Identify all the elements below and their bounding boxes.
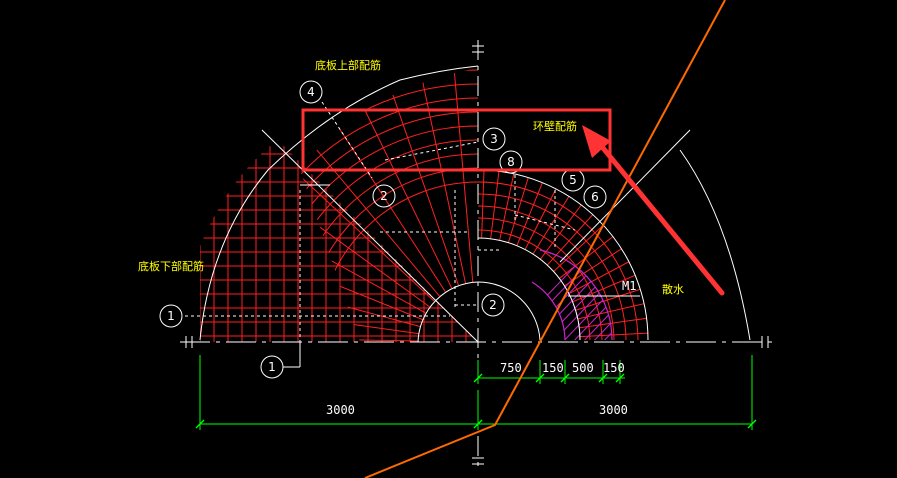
rebar-radial: [498, 173, 515, 245]
dimension-ticks: [195, 373, 757, 429]
rebar-radial: [300, 119, 440, 297]
ring-wall-rebar: [478, 170, 648, 340]
bubble-5: 5: [561, 168, 585, 192]
svg-text:2: 2: [489, 298, 497, 312]
bubble-1-left: 1: [159, 304, 183, 328]
ring-arc-1: [477, 169, 649, 341]
rebar-radial: [383, 68, 459, 286]
rebar-ring: [300, 139, 478, 342]
rebar-radial: [566, 260, 631, 296]
rebar-radial: [300, 232, 423, 320]
rebar-ring: [478, 181, 639, 340]
outer-arc-right: [679, 149, 751, 341]
rebar-radial: [319, 98, 446, 292]
tank-outline: [180, 40, 775, 470]
diag-right: [559, 129, 691, 263]
svg-text:3: 3: [490, 132, 498, 146]
bubble-6: 6: [583, 185, 607, 209]
rebar-radial: [569, 274, 637, 304]
svg-text:2: 2: [380, 189, 388, 203]
pointer-arrow: [582, 125, 725, 296]
rebar-ring: [300, 153, 478, 342]
svg-text:M1: M1: [622, 279, 636, 293]
hatch-line: [579, 250, 613, 340]
rebar-radial: [530, 195, 570, 258]
bubble-2-lower: 2: [481, 293, 505, 317]
rebar-radial: [300, 143, 435, 302]
rebar-radial: [506, 177, 529, 247]
dim-500: 500: [572, 361, 594, 375]
svg-text:4: 4: [307, 85, 315, 99]
bottom-slab-bottom-rebar-grid: [200, 140, 478, 342]
bubble-1-bottom: 1: [260, 340, 301, 379]
rebar-callout-lines: [185, 101, 576, 340]
label-bottom-slab-bottom-rebar: 底板下部配筋: [138, 259, 204, 273]
highlight-box: [301, 108, 612, 172]
rebar-radial: [452, 68, 474, 283]
rebar-ring: [478, 229, 591, 340]
dim-right-total: 3000: [599, 403, 628, 417]
rebar-radial: [577, 332, 648, 338]
svg-text:6: 6: [591, 190, 599, 204]
rebar-radial: [537, 204, 582, 263]
inner-arc-right: [477, 281, 541, 341]
hatch-line: [599, 250, 613, 340]
rebar-radial: [350, 81, 453, 289]
rebar-ring: [300, 83, 478, 342]
orange-section-line: [364, 0, 726, 478]
label-drain: 散水: [662, 282, 684, 296]
rebar-radial: [300, 301, 419, 335]
diag-left-1: [261, 129, 479, 343]
rebar-radial: [489, 171, 500, 243]
hatch-line: [569, 250, 613, 340]
svg-text:1: 1: [167, 309, 175, 323]
rebar-radial: [544, 213, 594, 269]
bubble-4: 4: [299, 80, 323, 104]
bubble-2-upper: 2: [372, 184, 396, 208]
rebar-radial: [300, 171, 430, 308]
rebar-radial: [550, 224, 605, 275]
rebar-radial: [514, 182, 543, 250]
hatch-line: [589, 250, 613, 340]
svg-text:1: 1: [268, 360, 276, 374]
svg-text:8: 8: [507, 155, 515, 169]
label-bottom-slab-top-rebar: 底板上部配筋: [315, 58, 381, 72]
label-ring-wall-rebar: 环壁配筋: [533, 119, 577, 133]
rebar-radial: [572, 288, 642, 312]
hatch-outline: [531, 249, 613, 341]
rebar-radial: [576, 317, 648, 329]
bubble-8: 8: [499, 150, 523, 174]
dim-left-total: 3000: [326, 403, 355, 417]
rebar-ring: [478, 193, 627, 340]
dim-150-b: 150: [603, 361, 625, 375]
bubble-3: 3: [482, 127, 506, 151]
rebar-ring: [300, 111, 478, 342]
dim-750: 750: [500, 361, 522, 375]
rebar-ring: [478, 205, 615, 340]
ring-arc-2: [477, 237, 581, 341]
rebar-radial: [300, 200, 426, 314]
dim-150-a: 150: [542, 361, 564, 375]
outer-arc-left: [199, 65, 479, 341]
rebar-ring: [478, 217, 603, 340]
inner-arc-left: [417, 281, 479, 343]
rebar-ring: [300, 125, 478, 342]
rebar-radial: [480, 170, 485, 243]
svg-text:5: 5: [569, 173, 577, 187]
rebar-radial: [300, 336, 419, 342]
door-m1-callout: M1: [568, 279, 640, 297]
